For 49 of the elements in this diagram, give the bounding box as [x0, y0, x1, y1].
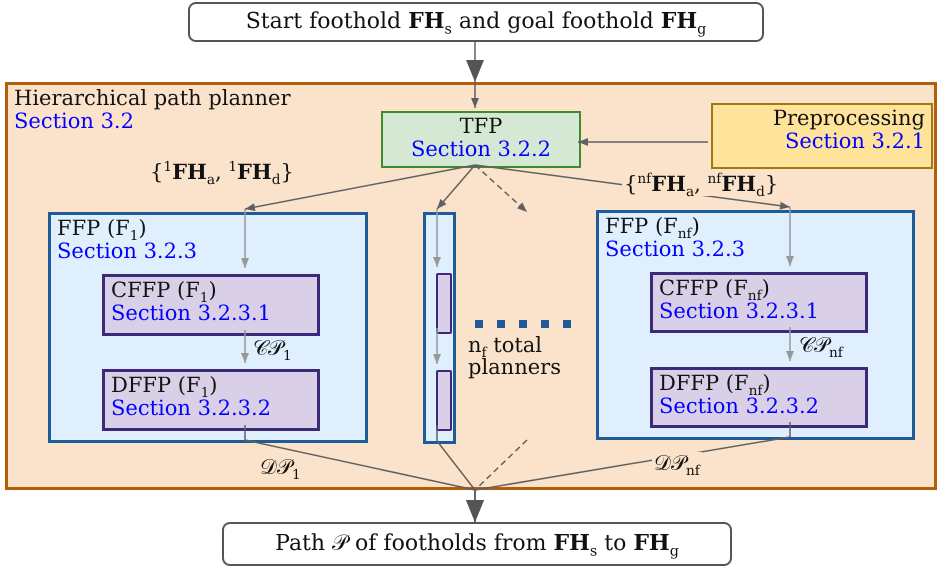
process-bar: [436, 370, 452, 431]
arrow: [466, 42, 484, 108]
arrow: [786, 327, 794, 361]
arrow: [241, 209, 249, 268]
section-reference: Section 3.2.1: [784, 130, 925, 152]
arrow: [433, 209, 441, 267]
section-reference: Section 3.2.2: [410, 138, 551, 160]
process-box: [102, 274, 320, 336]
process-box: [650, 367, 868, 428]
section-reference: Section 3.2.3: [57, 240, 198, 262]
section-reference: Section 3.2.3.2: [111, 396, 272, 420]
node-title: DFFP (F$_{1}$): [111, 374, 218, 397]
node-title: DFFP (F$_{nf}$): [659, 372, 771, 395]
arrow: [466, 422, 791, 522]
node-title: FFP (F$_{1}$): [57, 217, 147, 240]
edge-label: 𝒞𝒫$_{1}$: [252, 337, 293, 360]
section-reference: Section 3.2.3: [605, 238, 746, 260]
arrow: [436, 164, 476, 210]
dashed-arrow: [474, 164, 528, 213]
planner-panel: [5, 82, 937, 490]
arrow: [786, 207, 794, 266]
planner-box: [596, 210, 915, 440]
arrow: [578, 138, 708, 146]
process-box: [650, 272, 868, 333]
planner-box: [48, 212, 368, 443]
note-text: n$_{f}$ total planners: [468, 334, 562, 378]
process-box: [711, 103, 933, 169]
node-title: CFFP (F$_{nf}$): [659, 277, 770, 300]
node-title: FFP (F$_{nf}$): [605, 215, 700, 238]
edge-label: 𝒟𝒫$_{nf}$: [652, 452, 702, 476]
section-reference: Section 3.2.3.2: [659, 394, 820, 418]
node-title: CFFP (F$_{1}$): [111, 279, 217, 302]
section-reference: Section 3.2: [14, 110, 134, 132]
process-box: [102, 369, 320, 431]
node-title: Hierarchical path planner: [14, 87, 291, 110]
output-box: [222, 522, 732, 566]
edge-label: 𝒞𝒫$_{nf}$: [798, 334, 845, 358]
process-bar: [436, 273, 452, 334]
arrow: [241, 330, 249, 363]
section-reference: Section 3.2.3.1: [111, 302, 272, 324]
node-title: TFP: [460, 115, 502, 138]
node-title: Preprocessing: [772, 107, 925, 130]
input-box: [188, 2, 764, 42]
arrow: [433, 328, 441, 364]
process-box: [381, 111, 581, 168]
arrow: [474, 164, 790, 210]
section-reference: Section 3.2.3.1: [659, 300, 820, 322]
planner-box: [423, 212, 456, 444]
arrow: [244, 164, 476, 212]
